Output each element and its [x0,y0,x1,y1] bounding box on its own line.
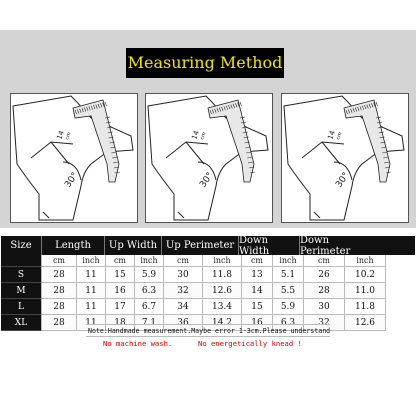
size-table-header: Size Length Up Width Up Perimeter Down W… [1,234,415,257]
table-cell: 11 [77,267,106,283]
length-unit-label: cm [199,131,207,140]
table-cell: 28 [42,299,77,315]
table-cell: 32 [164,283,203,299]
measurement-note: Note:Handmade measurement.Maybe error 1-… [88,327,331,335]
length-unit-label: cm [335,131,343,140]
table-cell: 15 [242,299,273,315]
warning-no-wash: No machine wash. [103,339,173,348]
table-cell: 30 [164,267,203,283]
unit-cell: inch [345,255,386,267]
angle-label: 30° [63,171,80,190]
table-cell: 15 [106,267,135,283]
length-label: 14 [326,129,337,141]
table-cell: 7.1 [135,315,164,331]
warning-no-knead: No energetically knead ! [198,339,302,348]
table-cell: 16 [106,283,135,299]
table-cell: 10.2 [345,267,386,283]
table-cell: 11 [77,299,106,315]
table-cell: 11 [77,315,106,331]
down-perimeter-header: Down Perimeter [300,234,351,257]
table-cell: 28 [42,267,77,283]
unit-cell: inch [77,255,106,267]
length-label: 14 [55,129,66,141]
table-cell: 6.3 [273,315,304,331]
unit-cell: cm [106,255,135,267]
unit-cell: cm [304,255,345,267]
size-label: XL [1,315,42,331]
size-label: M [1,283,42,299]
size-label: S [1,267,42,283]
table-cell: 28 [42,315,77,331]
length-label: 14 [190,129,201,141]
table-cell: 13 [242,267,273,283]
table-cell: 5.9 [135,267,164,283]
table-cell: 11.8 [345,299,386,315]
angle-arc [62,161,82,181]
table-cell: 17 [106,299,135,315]
down-width-header: Down Width [239,235,300,257]
table-cell: 14 [242,283,273,299]
table-cell: 14.2 [203,315,242,331]
size-header: Size [1,236,42,255]
size-column-spacer [1,255,42,267]
unit-cell: cm [242,255,273,267]
unit-cell: inch [135,255,164,267]
table-cell: 34 [164,299,203,315]
table-cell: 11.8 [203,267,242,283]
table-cell: 32 [304,315,345,331]
table-cell: 11 [77,283,106,299]
table-cell: 5.5 [273,283,304,299]
table-cell: 5.9 [273,299,304,315]
unit-row: cm inch cm inch cm inch cm inch cm inch [1,255,415,267]
table-cell: 13.4 [203,299,242,315]
table-cell: 28 [304,283,345,299]
table-cell: 30 [304,299,345,315]
table-cell: 6.7 [135,299,164,315]
table-cell: 26 [304,267,345,283]
up-perimeter-header: Up Perimeter [162,236,239,255]
unit-cell: inch [273,255,304,267]
table-cell: 16 [242,315,273,331]
length-header: Length [42,236,105,255]
angle-label: 30° [334,171,351,190]
table-cell: 18 [106,315,135,331]
unit-cell: cm [164,255,203,267]
angle-arc [333,161,353,181]
table-cell: 28 [42,283,77,299]
measuring-method-title: Measuring Method [126,48,284,78]
table-cell: 12.6 [203,283,242,299]
measuring-tape-icon [72,99,120,183]
table-cell: 5.1 [273,267,304,283]
unit-cell: inch [203,255,242,267]
size-table: Size Length Up Width Up Perimeter Down W… [1,234,415,331]
table-cell: 36 [164,315,203,331]
measuring-tape-icon [207,99,255,183]
table-cell: 6.3 [135,283,164,299]
table-cell: 12.6 [345,315,386,331]
angle-arc [197,161,217,181]
length-unit-label: cm [64,131,72,140]
note-divider-bottom [86,336,330,337]
note-divider-top [86,324,330,325]
angle-label: 30° [198,171,215,190]
table-cell: 11.0 [345,283,386,299]
size-label: L [1,299,42,315]
measuring-tape-icon [343,99,391,183]
up-width-header: Up Width [105,236,162,255]
unit-cell: cm [42,255,77,267]
